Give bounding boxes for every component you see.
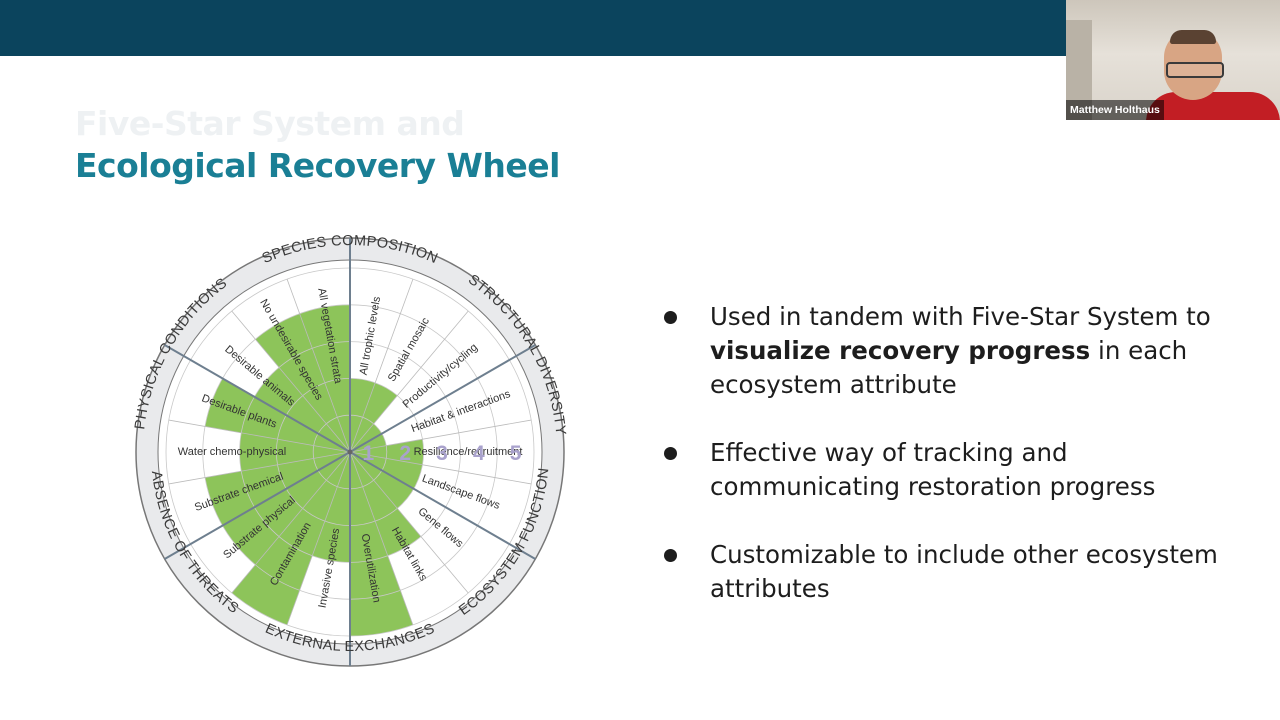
- top-banner: [0, 0, 1066, 56]
- slide-title: Ecological Recovery Wheel: [75, 146, 560, 185]
- wheel-category-divider: [349, 344, 536, 453]
- bullet-dot-icon: [664, 549, 677, 562]
- wheel-progress-fill: [299, 304, 350, 452]
- wheel-attribute-label: Water chemo-physical: [178, 446, 286, 458]
- bullet-item: Effective way of tracking and communicat…: [660, 436, 1260, 504]
- wheel-attribute-divider: [349, 451, 532, 485]
- wheel-level-number: 1: [363, 442, 375, 465]
- wheel-attribute-divider: [349, 451, 414, 626]
- bullet-list: Used in tandem with Five-Star System to …: [660, 300, 1260, 640]
- wheel-attribute-divider: [286, 278, 351, 453]
- wheel-progress-fill: [350, 452, 423, 489]
- wheel-progress-fill: [205, 378, 350, 452]
- bullet-text: Customizable to include other ecosystem …: [710, 540, 1218, 603]
- bullet-item: Used in tandem with Five-Star System to …: [660, 300, 1260, 402]
- participant-name-label: Matthew Holthaus: [1066, 100, 1164, 120]
- wheel-level-number: 4: [473, 442, 485, 465]
- wheel-progress-fill: [350, 382, 398, 452]
- wheel-category-divider: [349, 451, 536, 560]
- wheel-progress-fill: [255, 313, 350, 452]
- participant-glasses: [1166, 62, 1224, 78]
- wheel-progress-fill: [350, 452, 421, 556]
- slide-title-faded: Five-Star System and: [75, 104, 465, 143]
- bullet-item: Customizable to include other ecosystem …: [660, 538, 1260, 606]
- wheel-attribute-divider: [168, 419, 351, 453]
- wheel-attribute-divider: [349, 278, 414, 453]
- wheel-progress-fill: [350, 452, 414, 509]
- participant-hair: [1170, 30, 1216, 44]
- wheel-progress-fill: [254, 367, 350, 452]
- bullet-dot-icon: [664, 447, 677, 460]
- wheel-progress-fill: [239, 432, 350, 472]
- bullet-text: Used in tandem with Five-Star System to: [710, 302, 1211, 331]
- wheel-attribute-divider: [231, 310, 351, 453]
- bullet-text: Effective way of tracking and communicat…: [710, 438, 1156, 501]
- bullet-text-end: in each ecosystem attribute: [710, 336, 1188, 399]
- wheel-progress-fill: [205, 452, 350, 526]
- wheel-progress-fill: [231, 452, 350, 625]
- wheel-level-number: 3: [436, 442, 448, 465]
- bullet-emphasis: visualize recovery progress: [710, 336, 1091, 365]
- wheel-attribute-divider: [231, 451, 351, 594]
- wheel-attribute-divider: [286, 451, 351, 626]
- wheel-attribute-label: Resilience/recruitment: [414, 446, 523, 458]
- wheel-attribute-divider: [349, 310, 469, 453]
- wheel-attribute-divider: [349, 451, 469, 594]
- wheel-progress-fill: [350, 452, 413, 636]
- bullet-dot-icon: [664, 311, 677, 324]
- wheel-category-divider: [164, 344, 351, 453]
- wheel-attribute-divider: [349, 419, 532, 453]
- participant-shirt: [1146, 92, 1280, 120]
- wheel-progress-fill: [350, 423, 382, 452]
- wheel-category-divider: [164, 451, 351, 560]
- wheel-progress-fill: [222, 452, 350, 565]
- wheel-level-number: 2: [399, 442, 411, 465]
- wheel-attribute-divider: [168, 451, 351, 485]
- wheel-level-number: 5: [510, 442, 522, 465]
- webcam-video-tile[interactable]: Matthew Holthaus: [1066, 0, 1280, 120]
- wheel-progress-fill: [312, 452, 350, 563]
- wheel-center: [347, 449, 353, 455]
